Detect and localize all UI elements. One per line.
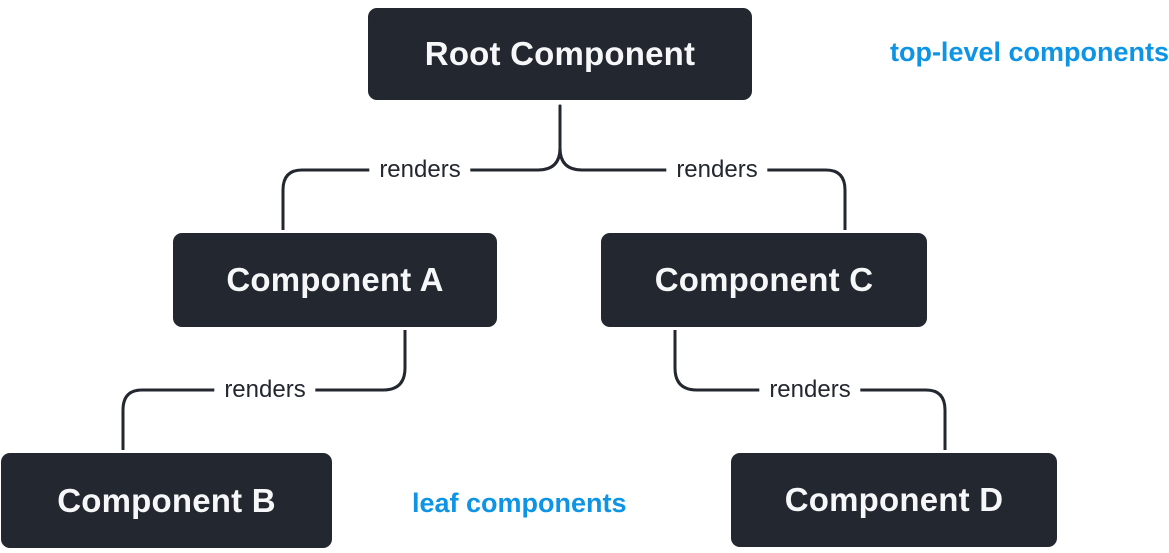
node-component-d-label: Component D: [784, 481, 1004, 518]
node-root-component: Root Component: [365, 5, 755, 103]
edge-label-root-to-c-renders: renders: [666, 154, 768, 186]
node-component-b: Component B: [0, 450, 335, 551]
node-root-component-label: Root Component: [424, 35, 696, 72]
node-component-a-label: Component A: [226, 261, 444, 298]
edge-label-root-to-a-renders: renders: [369, 154, 471, 186]
node-component-d: Component D: [728, 450, 1060, 550]
node-component-a: Component A: [170, 230, 500, 330]
annotation-leaf-components: leaf components: [412, 488, 627, 518]
node-component-c: Component C: [598, 230, 930, 330]
edge-label-a-to-b-renders: renders: [214, 374, 316, 406]
node-component-b-label: Component B: [57, 481, 276, 519]
edge-label-c-to-d-renders: renders: [759, 374, 861, 406]
node-component-c-label: Component C: [654, 261, 874, 298]
annotation-top-level-components: top-level components: [889, 37, 1169, 67]
